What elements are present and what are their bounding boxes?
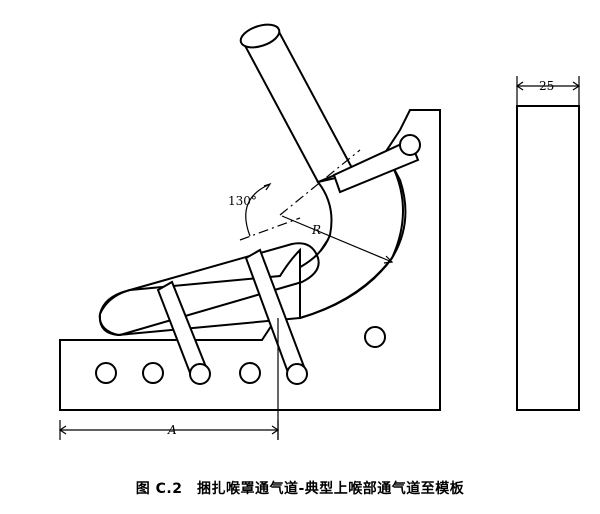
thickness-arrow-right [572,81,581,91]
angle-arc [245,184,269,237]
radius-line [281,215,393,263]
peg-hole [142,362,164,384]
dimension-a-arrow-left [58,425,67,435]
label-angle: 130° [228,194,257,208]
label-radius: R [311,223,321,237]
clamp-peg-left [189,363,211,385]
clamp-strap-upper [332,138,420,194]
tube-end-opening [239,23,281,49]
peg-hole [364,326,386,348]
tube-lower [98,247,301,337]
peg-hole [95,362,117,384]
clamp-peg-middle [286,363,308,385]
side-profile-rect [516,105,580,411]
centerline-upper [279,149,361,216]
tube-upper [240,28,354,184]
dimension-a-arrow-right [271,425,280,435]
figure-caption: 图 C.2 捆扎喉罩通气道-典型上喉部通气道至模板 [135,481,465,497]
thickness-arrow-left [515,81,524,91]
peg-hole [239,362,261,384]
label-dimension-a: A [167,423,177,437]
bend-outer-arc [299,164,404,319]
tube-lower-outline [98,242,320,336]
angle-arrow [263,182,272,191]
radius-arrow [383,255,394,264]
clamp-peg-upper [399,134,421,156]
centerline-lower [239,217,301,241]
label-thickness: 25 [539,79,554,93]
